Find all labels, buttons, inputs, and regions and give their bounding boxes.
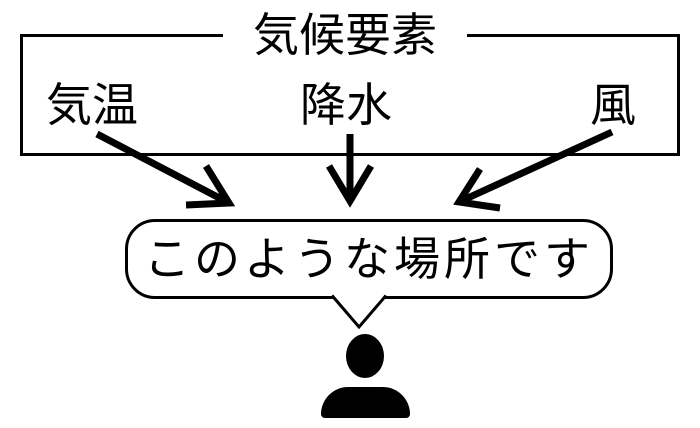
person-body-icon [321, 387, 410, 418]
factor-label-temperature: 気温 [46, 79, 138, 131]
factor-label-precipitation: 降水 [300, 79, 392, 131]
factor-label-wind: 風 [590, 79, 636, 131]
speech-bubble-text: このような場所です [144, 233, 594, 285]
climate-elements-title: 気候要素 [223, 12, 467, 58]
speech-bubble: このような場所です [125, 219, 613, 299]
person-head-icon [346, 334, 384, 378]
